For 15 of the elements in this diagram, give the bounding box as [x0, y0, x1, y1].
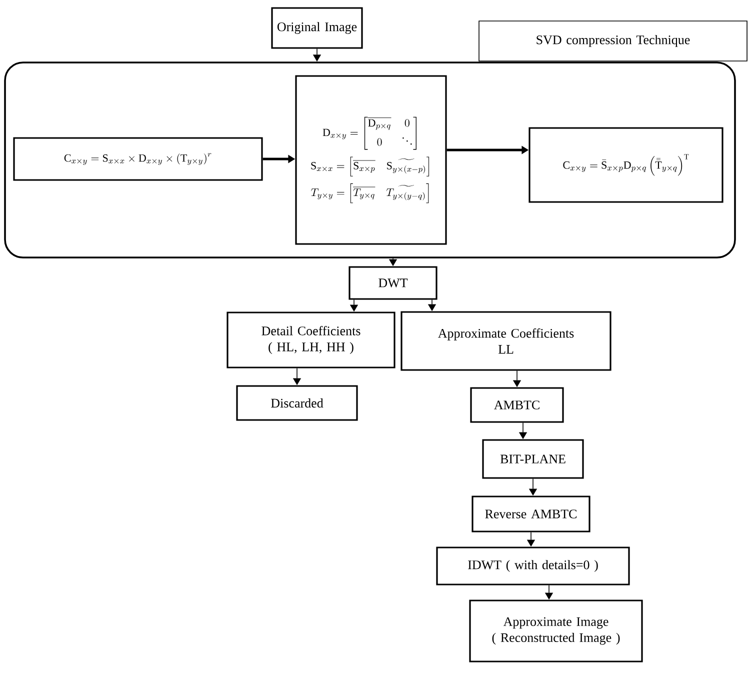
process-box: Detail Coefficients ( HL, LH, HH )	[226, 312, 396, 368]
process-box: Reverse AMBTC	[472, 496, 590, 532]
formula-box: $\mathrm{C}_{x\times y} = \mathrm{S}_{x\times x} \times \mathrm{D}_{x\times y} \times \left(\mathrm{T}_{y\times y}\right)^{r}$	[13, 137, 263, 181]
process-box: Original Image	[271, 7, 363, 49]
formula-box: $\mathrm{C}_{x\times y} = \bar{\mathrm{S}}_{x\times p}\mathrm{D}_{p\times q}\left(\bar{\bar{\mathrm{T}}}_{y\times q}\right)^{\mathrm{T}}$	[528, 127, 724, 203]
process-box: Approximate Image ( Reconstructed Image )	[469, 600, 643, 662]
process-box: Discarded	[236, 385, 358, 421]
process-box: AMBTC	[470, 387, 564, 423]
process-box: DWT	[348, 266, 438, 300]
process-box: BIT-PLANE	[482, 439, 584, 479]
title-box: SVD compression Technique	[478, 20, 748, 62]
process-box: IDWT ( with details=0 )	[436, 546, 630, 586]
rounded-panel	[4, 62, 736, 258]
formula-box: $\mathrm{D}_{x\times y} = \begin{bmatrix}\overline{\mathrm{D}_{p\times q}} & 0\\ 0 & \ddots\end{bmatrix}$ $\mathrm{S}_{x\times x} = \left[\overline{\mathrm{S}_{x\times p}}\quad \widetilde{\mathrm{S}_{y\times(x-p)}}\right]$ $T_{y\times y} = \left[\overline{T_{y\times q}}\quad \widetilde{T_{y\times(y-q)}}\right]$	[295, 75, 447, 245]
process-box: Approximate Coefficients LL	[400, 311, 612, 371]
